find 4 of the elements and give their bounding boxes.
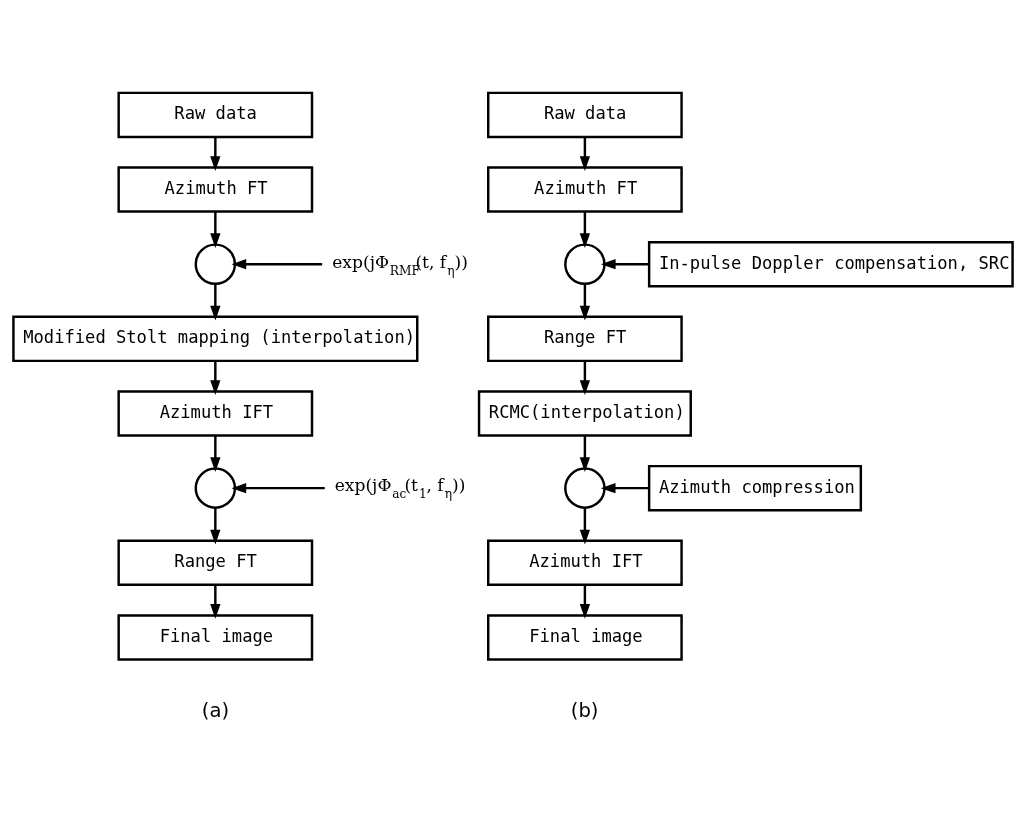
label: (b) <box>570 698 599 722</box>
node-text: exp(jΦ$_{ac}$(t$_{1}$, f$_{η}$)) <box>334 474 466 501</box>
label: (a) <box>201 698 230 722</box>
node-text: exp(jΦ$_{RMF}$(t, f$_{η}$)) <box>332 251 468 278</box>
